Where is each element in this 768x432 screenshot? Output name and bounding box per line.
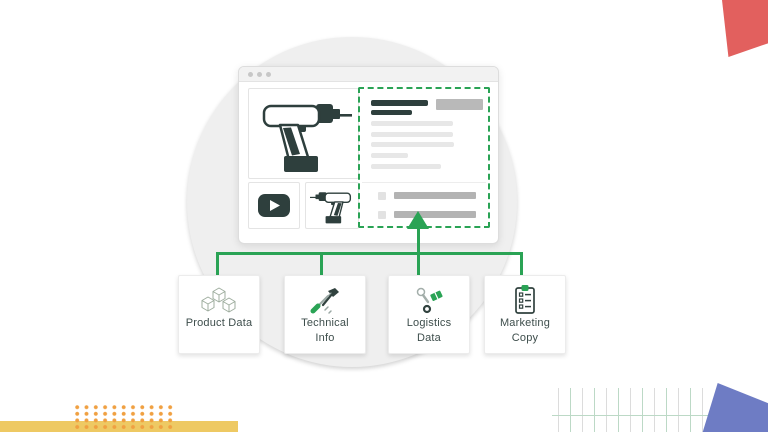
highlighted-data-region [358,87,490,228]
card-technical-info: Technical Info [284,275,366,354]
window-dot-icon [257,71,262,77]
corner-shape-top-right [722,0,768,57]
drill-illustration [262,103,352,172]
title-placeholder-bar [371,100,428,106]
bullet-checkbox-placeholder [378,211,386,219]
small-drill-illustration [310,191,352,223]
connector-stub-logistics-data [417,252,420,276]
window-dot-icon [266,71,271,77]
logistics-icon [412,280,446,316]
bullet-checkbox-placeholder [378,192,386,200]
secondary-thumbnail-box [305,182,359,229]
connector-stub-product-data [216,252,219,276]
bullet-text-placeholder [394,211,476,218]
price-placeholder-bar [436,99,483,110]
text-placeholder-bar [371,142,454,147]
play-button-icon [258,194,290,217]
tools-icon [308,280,342,316]
text-placeholder-bar [371,164,441,169]
video-thumbnail-box [248,182,300,229]
browser-titlebar [239,67,498,82]
card-logistics-data: Logistics Data [388,275,470,354]
connector-stub-marketing-copy [520,252,523,276]
card-product-data: Product Data [178,275,260,354]
arrow-up-icon [407,211,429,229]
product-image-box [248,88,359,179]
text-placeholder-bar [371,132,453,137]
card-marketing-copy: Marketing Copy [484,275,566,354]
bullet-text-placeholder [394,192,476,199]
subtitle-placeholder-bar [371,110,412,115]
arrow-stem [417,228,420,254]
corner-shape-bottom-right [702,383,768,432]
card-label: Logistics Data [406,317,452,344]
card-label: Technical Info [301,317,349,344]
card-label: Marketing Copy [499,317,551,344]
clipboard-icon [511,280,539,316]
cubes-icon [201,280,237,316]
card-label: Product Data [185,317,253,329]
connector-stub-technical-info [320,252,323,276]
connector-horizontal-line [216,252,523,255]
text-placeholder-bar [371,153,408,158]
orange-dot-pattern [75,405,177,431]
window-dot-icon [248,71,253,77]
divider [362,182,486,183]
browser-window-mockup [238,66,499,244]
grid-line-pattern [552,388,710,432]
text-placeholder-bar [371,121,453,126]
